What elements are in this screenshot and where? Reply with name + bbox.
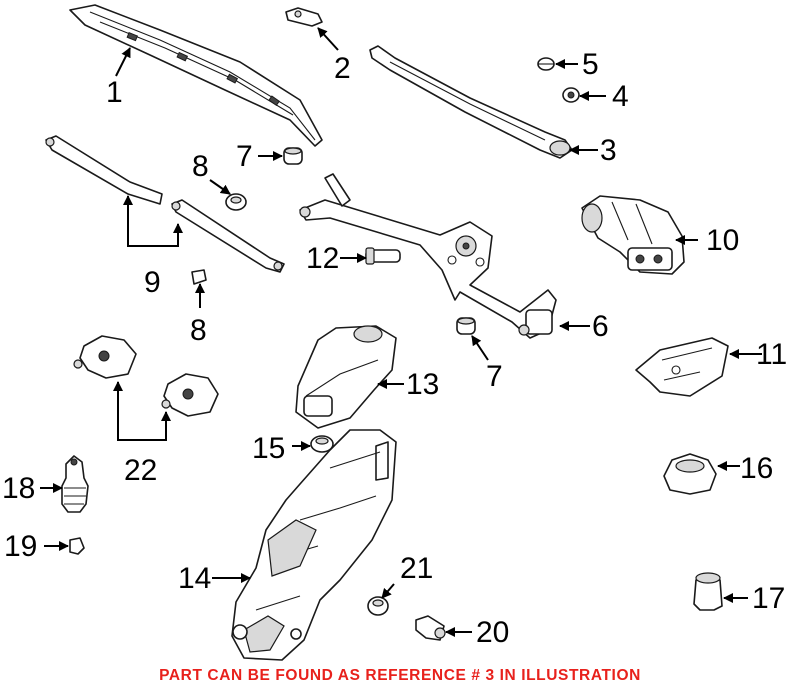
- plug-part-19: [69, 537, 85, 555]
- callout-17: 17: [752, 582, 785, 615]
- reservoir-neck-part-13: [295, 325, 397, 429]
- callout-22: 22: [124, 454, 157, 487]
- callout-7-lower: 7: [486, 360, 503, 393]
- callout-12: 12: [306, 242, 339, 275]
- callout-9: 9: [144, 266, 161, 299]
- washer-pump-part-18: [61, 455, 89, 513]
- callout-19: 19: [4, 530, 37, 563]
- callout-11: 11: [756, 338, 787, 371]
- wiper-motor-part-10: [581, 195, 685, 275]
- seal-part-15: [310, 435, 334, 453]
- callout-13: 13: [406, 368, 439, 401]
- callout-10: 10: [706, 224, 739, 257]
- callout-18: 18: [2, 472, 35, 505]
- callout-3: 3: [600, 134, 617, 167]
- callout-1: 1: [106, 76, 123, 109]
- cap-part-16: [663, 453, 717, 495]
- cap-part-5: [537, 57, 555, 71]
- bushing-part-7-lower: [456, 317, 476, 335]
- bracket-part-11: [635, 337, 729, 397]
- linkage-rod-part-9: [45, 135, 285, 273]
- callout-7-upper: 7: [236, 140, 253, 173]
- callout-5: 5: [582, 48, 599, 81]
- washer-nozzles-part-22: [73, 335, 219, 417]
- wiper-blade-part-1: [69, 4, 323, 147]
- callout-8-upper: 8: [192, 150, 209, 183]
- callout-16: 16: [740, 452, 773, 485]
- nut-part-4: [562, 87, 580, 103]
- washer-reservoir-part-14: [231, 429, 397, 661]
- wiper-linkage-part-6: [299, 173, 557, 339]
- grommet-part-21: [367, 596, 389, 616]
- clip-part-2: [285, 7, 323, 27]
- callout-4: 4: [612, 80, 629, 113]
- cup-part-17: [693, 572, 723, 611]
- grommet-part-8-lower: [191, 269, 207, 285]
- callout-6: 6: [592, 310, 609, 343]
- connector-part-20: [415, 615, 446, 641]
- bushing-part-7-upper: [283, 147, 303, 165]
- callout-14: 14: [178, 562, 211, 595]
- callout-2: 2: [334, 52, 351, 85]
- grommet-part-8-upper: [225, 193, 247, 211]
- callout-8-lower: 8: [190, 314, 207, 347]
- pin-part-12: [365, 247, 401, 265]
- leader-lines: [40, 27, 762, 637]
- reference-caption: PART CAN BE FOUND AS REFERENCE # 3 IN IL…: [159, 667, 641, 684]
- callout-20: 20: [476, 616, 509, 649]
- callout-numbers: 1 2 3 4 5 6 7 7 8 8 9 10 11 12 13 14 15 …: [2, 48, 787, 649]
- callout-21: 21: [400, 552, 433, 585]
- callout-15: 15: [252, 432, 285, 465]
